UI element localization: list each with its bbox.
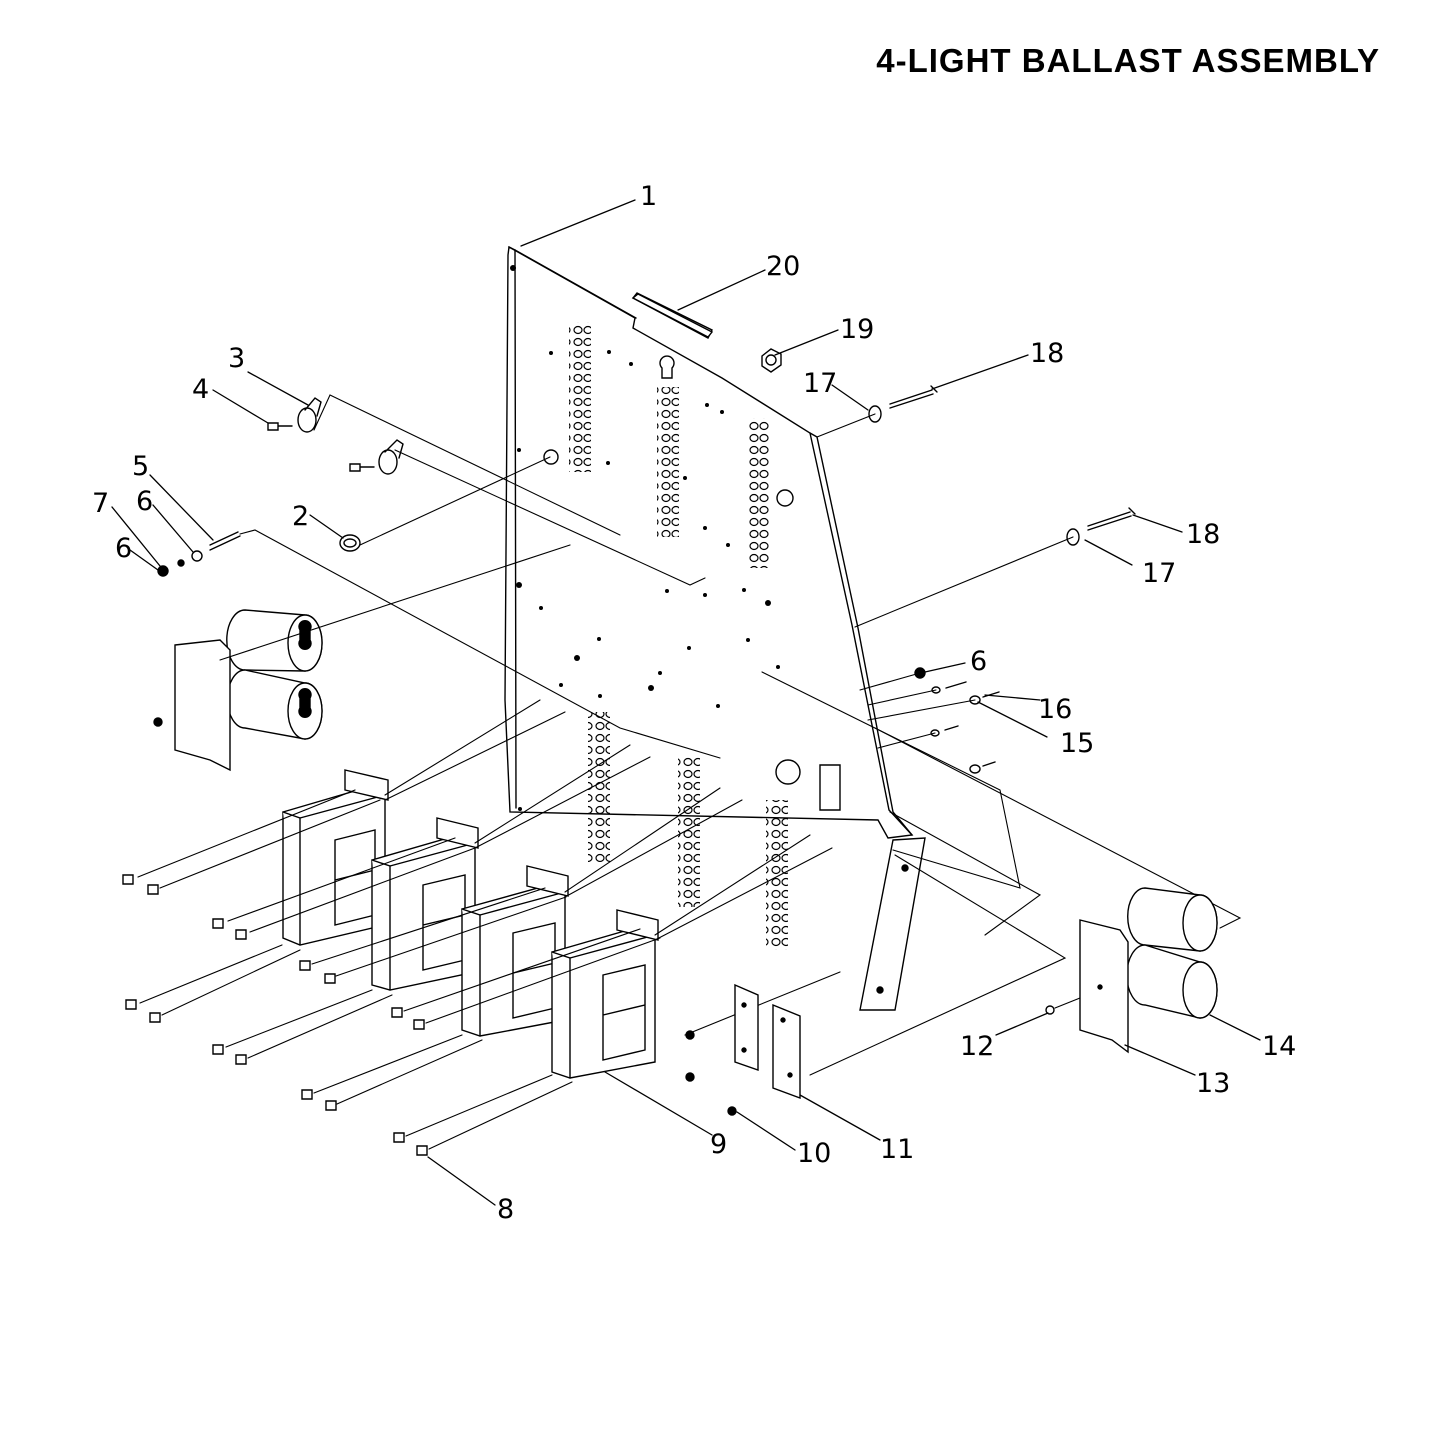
callout-17-right: 17 xyxy=(1142,558,1176,589)
callout-6-b: 6 xyxy=(115,533,132,564)
callout-12: 12 xyxy=(960,1031,994,1062)
vent-slots xyxy=(569,322,591,472)
ballast-transformer xyxy=(372,818,478,990)
capacitor-pair-right xyxy=(1127,888,1217,1018)
callout-9: 9 xyxy=(710,1129,727,1160)
ballast-transformer xyxy=(552,910,658,1078)
vent-slots xyxy=(748,418,770,568)
keyhole xyxy=(660,356,674,378)
callout-8: 8 xyxy=(497,1194,514,1225)
vent-slots xyxy=(766,800,788,950)
main-panel xyxy=(505,247,912,950)
callout-5: 5 xyxy=(132,451,149,482)
right-hardware xyxy=(915,668,999,773)
callout-18-top: 18 xyxy=(1030,338,1064,369)
support-strap xyxy=(860,838,925,1010)
callout-15: 15 xyxy=(1060,728,1094,759)
callout-13: 13 xyxy=(1196,1068,1230,1099)
callout-6-a: 6 xyxy=(136,486,153,517)
callout-10: 10 xyxy=(797,1138,831,1169)
bolt-5-washers xyxy=(158,532,240,576)
vent-slots xyxy=(678,757,700,907)
vent-slots xyxy=(588,712,610,862)
callout-19: 19 xyxy=(840,314,874,345)
panel-hole xyxy=(777,490,793,506)
callout-16: 16 xyxy=(1038,694,1072,725)
capacitor-pair-left xyxy=(227,610,322,739)
panel-hole xyxy=(776,760,800,784)
panel-hole xyxy=(544,450,558,464)
callout-2: 2 xyxy=(292,501,309,532)
vent-slots xyxy=(657,387,679,537)
callout-17-top: 17 xyxy=(803,368,837,399)
rod-18-right xyxy=(1088,508,1135,530)
panel-cutout xyxy=(820,765,840,810)
rod-18-top xyxy=(890,386,937,408)
nut-19 xyxy=(762,349,781,372)
callout-labels: 1 20 19 18 17 18 17 3 4 5 6 7 6 2 6 16 1… xyxy=(92,181,1296,1225)
grommet-2 xyxy=(340,535,360,551)
assembly-lines xyxy=(138,395,1240,1149)
capacitor-bracket-right xyxy=(1080,920,1128,1052)
screws-4 xyxy=(268,423,374,471)
bolts-8 xyxy=(123,875,427,1155)
nut-12 xyxy=(1046,1006,1054,1014)
callout-6-c: 6 xyxy=(970,646,987,677)
lamp-holder-3 xyxy=(298,398,403,474)
callout-1: 1 xyxy=(640,181,657,212)
callout-18-right: 18 xyxy=(1186,519,1220,550)
callout-7: 7 xyxy=(92,488,109,519)
capacitor-bracket-left xyxy=(154,640,230,770)
callout-11: 11 xyxy=(880,1134,914,1165)
ballast-transformer xyxy=(283,770,388,945)
callout-4: 4 xyxy=(192,374,209,405)
diagram-title: 4-LIGHT BALLAST ASSEMBLY xyxy=(876,42,1380,79)
callout-14: 14 xyxy=(1262,1031,1296,1062)
mounting-plate-10 xyxy=(686,985,758,1115)
mounting-plate-11 xyxy=(773,1005,800,1098)
callout-leaders xyxy=(112,200,1260,1205)
strip-20 xyxy=(633,294,712,337)
callout-3: 3 xyxy=(228,343,245,374)
callout-20: 20 xyxy=(766,251,800,282)
